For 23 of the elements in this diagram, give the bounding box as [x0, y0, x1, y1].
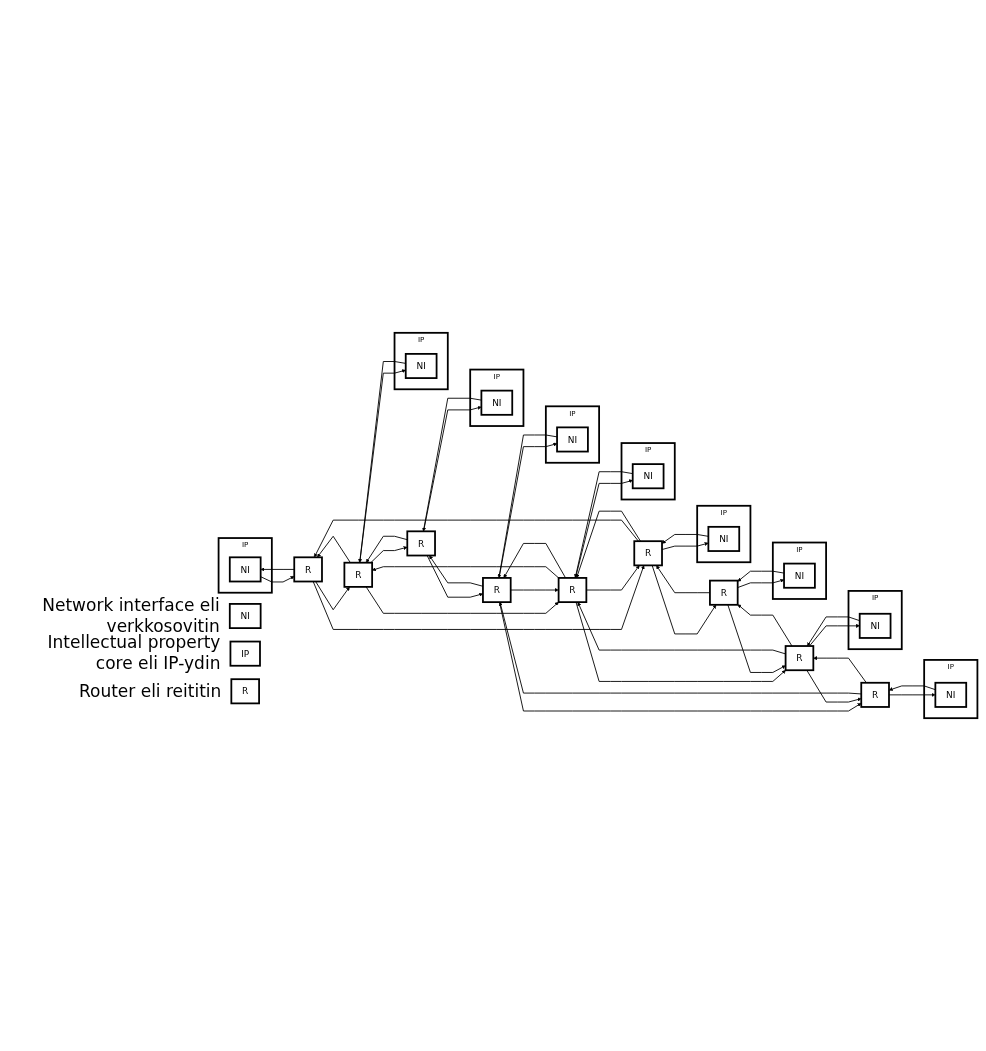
node-box: NI — [783, 562, 816, 589]
node-box: NI — [556, 426, 589, 453]
node-box: NI — [228, 603, 262, 629]
node-box: R — [557, 577, 588, 603]
node-box: R — [406, 530, 436, 557]
node-box: R — [482, 577, 512, 603]
node-box: NI — [934, 681, 968, 708]
node-box: R — [860, 681, 890, 708]
node-box: IP — [229, 640, 261, 667]
legend-text: Intellectual property core eli IP-ydin — [46, 632, 221, 675]
node-box: R — [293, 556, 323, 583]
node-box: R — [230, 678, 260, 705]
legend-text: Router eli reititin — [77, 680, 222, 703]
node-box: R — [709, 579, 739, 606]
node-box: NI — [480, 389, 514, 416]
node-box: NI — [858, 612, 892, 639]
node-box: NI — [707, 525, 741, 552]
node-box: NI — [404, 353, 438, 379]
node-box: NI — [228, 556, 262, 583]
node-box: R — [633, 540, 663, 567]
node-box: R — [784, 645, 815, 672]
node-box: R — [343, 561, 374, 588]
node-box: NI — [631, 463, 665, 490]
